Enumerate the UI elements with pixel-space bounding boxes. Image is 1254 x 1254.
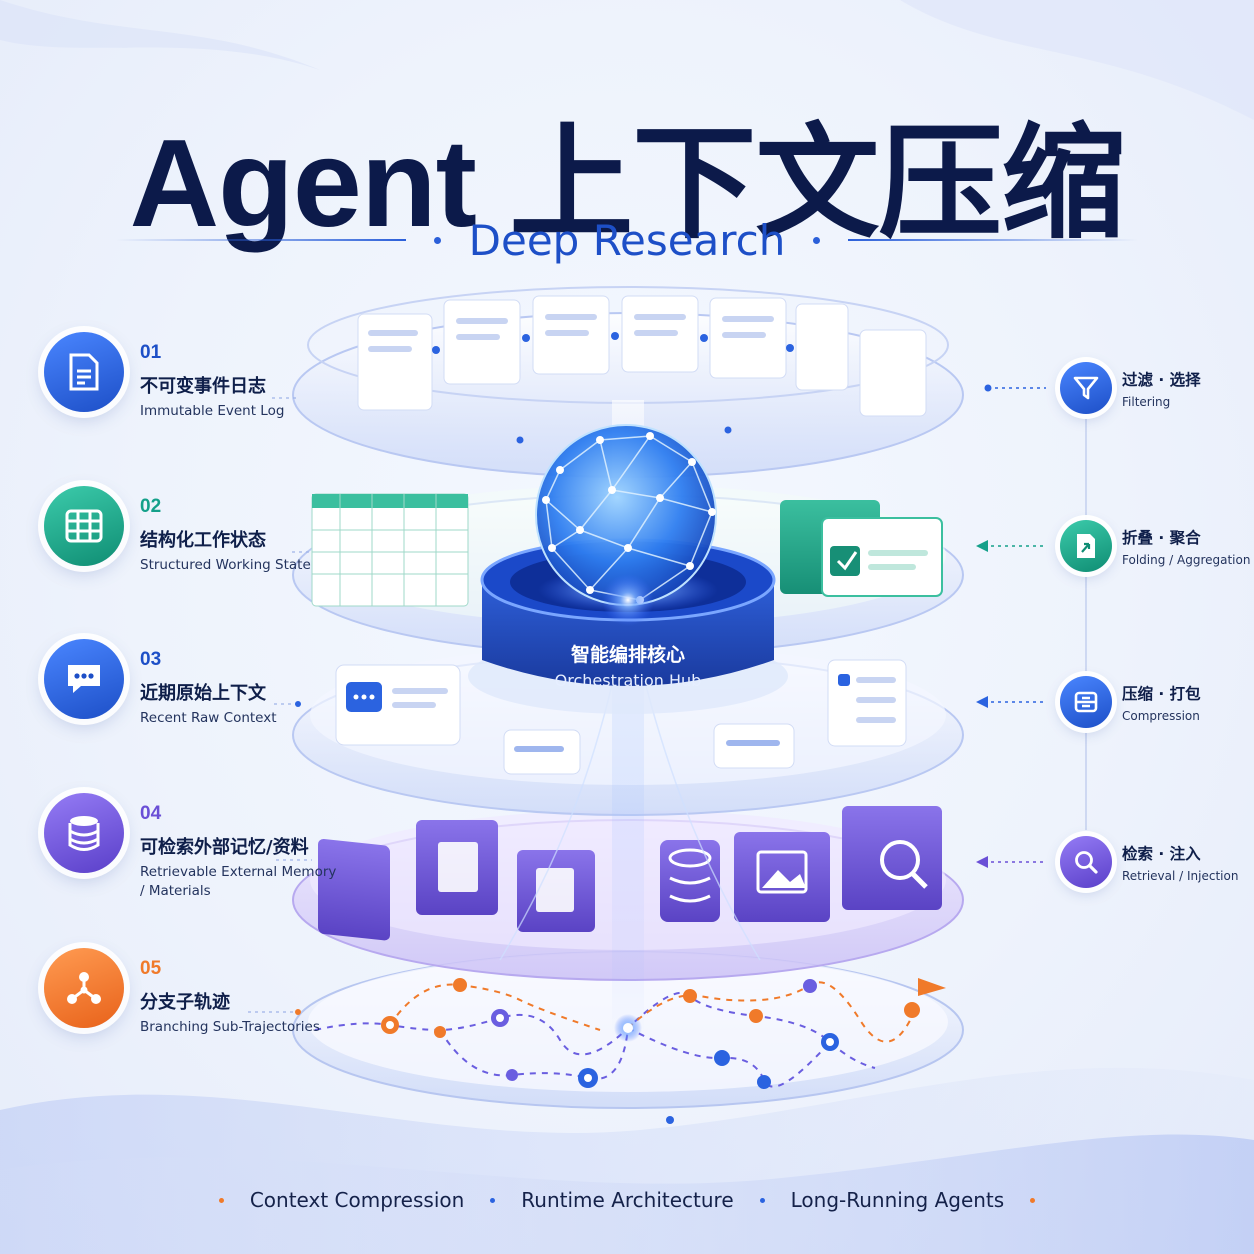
chat-bubble-icon: [44, 639, 124, 719]
document-icon: [44, 332, 124, 412]
subtitle-line-left: [115, 239, 406, 241]
compress-icon: [1060, 676, 1112, 728]
layer-title-en: Branching Sub-Trajectories: [140, 1019, 320, 1035]
footer-dot: [1030, 1197, 1036, 1203]
operation-title-en: Retrieval / Injection: [1122, 869, 1239, 883]
footer-dot: [490, 1197, 496, 1203]
hub-label-en: Orchestration Hub: [555, 671, 702, 690]
layer-title-cn: 近期原始上下文: [140, 683, 266, 704]
layer-number: 03: [140, 649, 162, 670]
footer-tag-context-compression: Context Compression: [249, 1188, 465, 1212]
database-icon: [44, 793, 124, 873]
layer-title-en: Recent Raw Context: [140, 710, 277, 726]
layer-title-cn: 结构化工作状态: [140, 530, 266, 551]
layer-title-en: Retrievable External Memory / Materials: [140, 864, 337, 899]
table-grid-icon: [44, 486, 124, 566]
magnifier-icon: [1060, 836, 1112, 888]
subtitle-row: Deep Research: [0, 214, 1254, 266]
layer-title-cn: 不可变事件日志: [140, 376, 266, 397]
fold-document-icon: [1060, 520, 1112, 572]
layer-title-en: Structured Working State: [140, 557, 311, 573]
operation-title-en: Compression: [1122, 709, 1200, 723]
footer-tag-long-running-agents: Long-Running Agents: [790, 1188, 1005, 1212]
operation-title-en: Filtering: [1122, 395, 1171, 409]
layer-title-en: Immutable Event Log: [140, 403, 285, 419]
subtitle-dot-left: [433, 236, 441, 244]
layer-title-cn: 可检索外部记忆/资料: [140, 837, 309, 858]
hub-label-cn: 智能编排核心: [571, 643, 685, 666]
layer-title-cn: 分支子轨迹: [140, 992, 230, 1013]
layer-number: 02: [140, 496, 162, 517]
layer-number: 05: [140, 958, 162, 979]
footer-tag-runtime-architecture: Runtime Architecture: [521, 1188, 734, 1212]
page-title: Agent 上下文压缩: [129, 115, 1126, 253]
footer-tags: Context Compression Runtime Architecture…: [0, 1182, 1254, 1218]
operation-title-cn: 检索 · 注入: [1122, 845, 1201, 863]
funnel-icon: [1060, 362, 1112, 414]
subtitle-line-right: [848, 239, 1139, 241]
layer-number: 01: [140, 342, 162, 363]
subtitle-dot-right: [813, 236, 821, 244]
operation-title-cn: 过滤 · 选择: [1122, 371, 1201, 389]
layer-number: 04: [140, 803, 162, 824]
operation-title-cn: 折叠 · 聚合: [1122, 529, 1201, 547]
footer-dot: [759, 1197, 765, 1203]
operation-title-en: Folding / Aggregation: [1122, 553, 1251, 567]
branch-nodes-icon: [44, 948, 124, 1028]
subtitle: Deep Research: [468, 215, 786, 265]
footer-dot: [218, 1197, 224, 1203]
operation-title-cn: 压缩 · 打包: [1122, 685, 1201, 703]
